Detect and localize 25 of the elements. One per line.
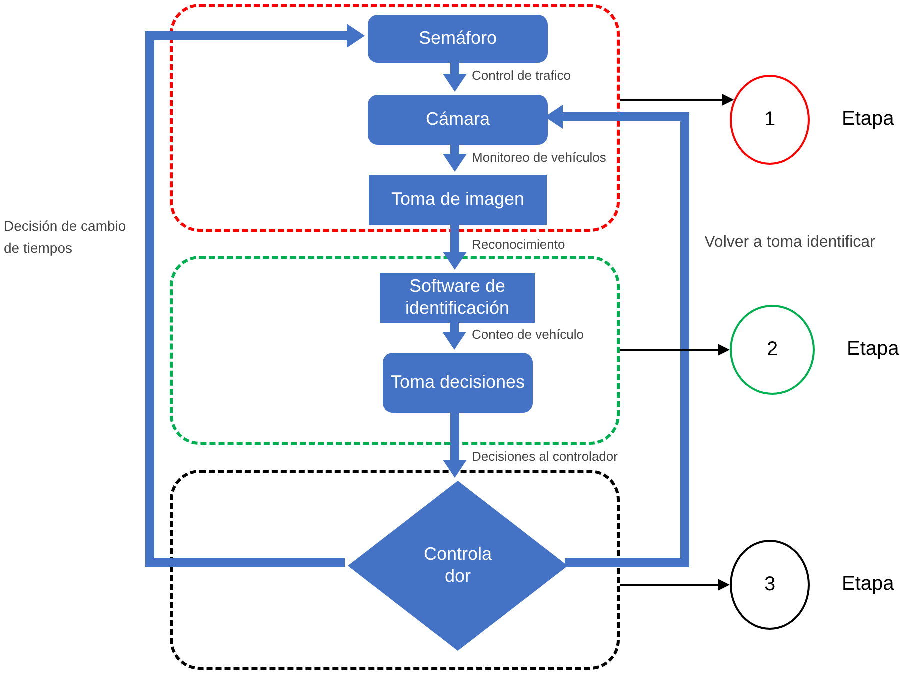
stage-number: 2	[766, 338, 780, 362]
arrow	[620, 579, 730, 591]
process-box: Software de identificación	[380, 273, 535, 323]
arrow	[620, 344, 730, 356]
process-box: Cámara	[368, 95, 548, 145]
arrow	[620, 94, 734, 106]
arrow	[443, 222, 467, 270]
arrow	[443, 142, 467, 172]
arrow	[545, 105, 690, 568]
process-box: Toma decisiones	[383, 353, 533, 413]
dashed-stage-frame	[170, 4, 620, 232]
arrow	[146, 24, 365, 568]
arrow	[442, 320, 466, 350]
decision-diamond: Controla dor	[348, 481, 568, 651]
stage-number: 1	[763, 108, 777, 132]
stage-number: 3	[763, 574, 777, 596]
arrow	[443, 410, 467, 478]
dashed-stage-frame	[170, 256, 620, 445]
arrow	[443, 60, 467, 92]
stage-label: Etapa	[842, 108, 894, 131]
process-box: Toma de imagen	[369, 175, 547, 225]
process-box: Semáforo	[368, 15, 548, 63]
stage-label: Etapa	[847, 338, 900, 361]
dashed-stage-frame	[170, 470, 620, 670]
stage-label: Etapa	[842, 573, 894, 596]
